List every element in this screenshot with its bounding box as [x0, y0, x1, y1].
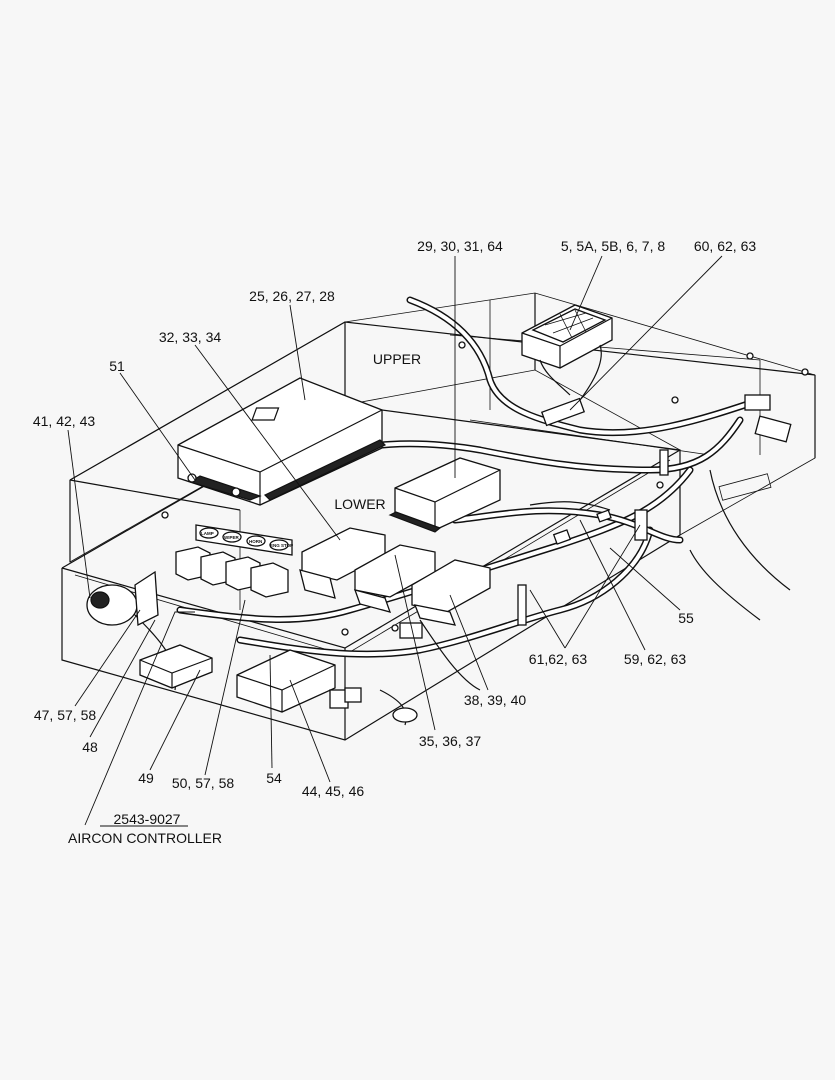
switch-label-lamp: LAMP	[201, 531, 214, 536]
callout-25-26-27-28: 25, 26, 27, 28	[249, 288, 335, 304]
part-number: 2543-9027	[114, 811, 181, 827]
relay-row	[175, 546, 289, 598]
switch-label-wiper: WIPER	[224, 535, 240, 540]
callout-61-62-63: 61,62, 63	[529, 651, 588, 667]
callout-38-39-40: 38, 39, 40	[464, 692, 526, 708]
callout-51: 51	[109, 358, 125, 374]
callout-60-62-63: 60, 62, 63	[694, 238, 756, 254]
switch-label-eng-stop: ENG STOP	[270, 543, 293, 548]
callout-41-42-43: 41, 42, 43	[33, 413, 95, 429]
callout-47-57-58: 47, 57, 58	[34, 707, 96, 723]
upper-controller	[177, 377, 387, 506]
callout-35-36-37: 35, 36, 37	[419, 733, 481, 749]
horn	[86, 570, 159, 627]
lower-controller	[388, 457, 501, 533]
fuse-blocks	[299, 527, 491, 626]
part-name: AIRCON CONTROLLER	[68, 830, 222, 846]
switch-label-horn: HORN	[249, 539, 262, 544]
callout-44-45-46: 44, 45, 46	[302, 783, 364, 799]
callout-48: 48	[82, 739, 98, 755]
flasher-unit	[139, 644, 213, 689]
connectors	[329, 394, 792, 723]
callout-labels: 29, 30, 31, 64 5, 5A, 5B, 6, 7, 8 60, 62…	[33, 238, 756, 846]
callout-50-57-58: 50, 57, 58	[172, 775, 234, 791]
callout-55: 55	[678, 610, 694, 626]
hour-meter	[521, 304, 613, 401]
callout-54: 54	[266, 770, 282, 786]
area-label-upper: UPPER	[373, 351, 421, 367]
switch-panel: LAMP WIPER HORN ENG STOP	[195, 524, 293, 556]
callout-59-62-63: 59, 62, 63	[624, 651, 686, 667]
callout-32-33-34: 32, 33, 34	[159, 329, 221, 345]
area-label-lower: LOWER	[334, 496, 385, 512]
leader-lines	[67, 255, 723, 827]
callout-49: 49	[138, 770, 154, 786]
callout-5-5a-5b-6-7-8: 5, 5A, 5B, 6, 7, 8	[561, 238, 666, 254]
callout-29-30-31-64: 29, 30, 31, 64	[417, 238, 503, 254]
aircon-controller-box	[236, 649, 336, 713]
